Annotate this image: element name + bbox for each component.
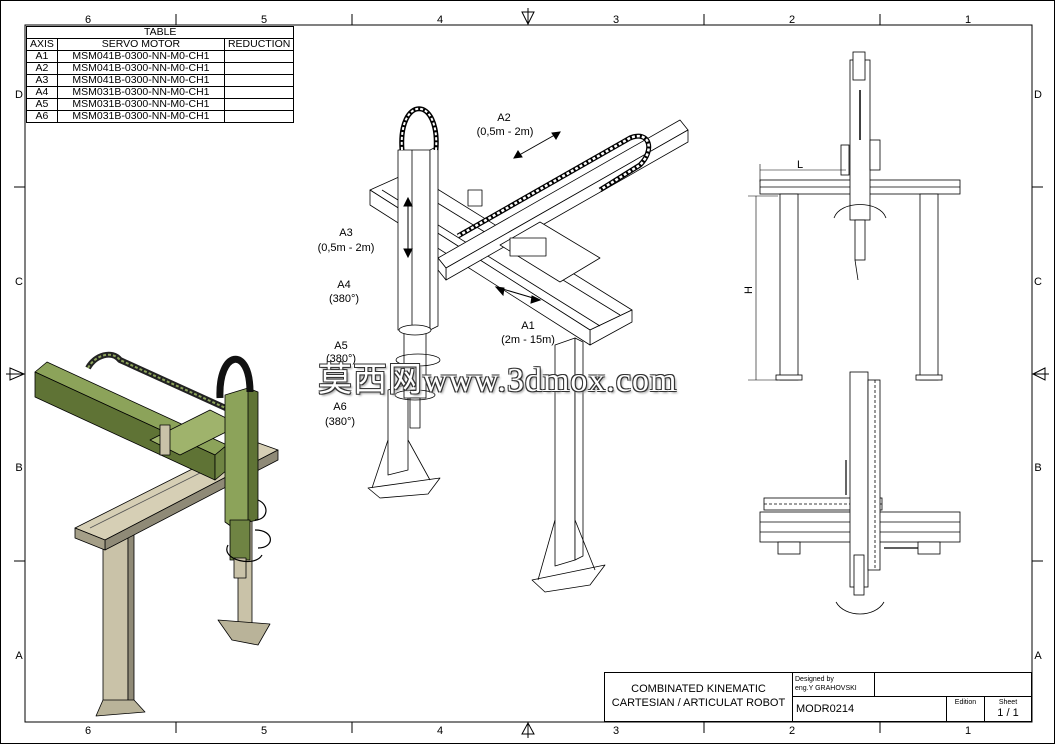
designer-cell: Designed by eng.Y GRAHOVSKI bbox=[793, 673, 875, 697]
watermark: 莫西网www.3dmox.com bbox=[318, 362, 678, 399]
table-title: TABLE bbox=[25, 26, 295, 39]
motor-cell: MSM031B-0300-NN-M0-CH1 bbox=[56, 110, 225, 123]
motion-arrows bbox=[403, 131, 561, 304]
row-label-right: C bbox=[1034, 276, 1042, 288]
sheet-label: Sheet bbox=[998, 699, 1018, 706]
robot-front-view bbox=[759, 51, 961, 381]
robot-iso-lineart bbox=[367, 106, 689, 593]
motor-cell: MSM031B-0300-NN-M0-CH1 bbox=[56, 98, 225, 111]
title-line-2: CARTESIAN / ARTICULAT ROBOT bbox=[611, 697, 786, 709]
axis-cell: A2 bbox=[26, 62, 58, 75]
col-label-bottom: 6 bbox=[85, 725, 91, 737]
dimension-h: H bbox=[743, 286, 755, 294]
a2-label: A2 bbox=[497, 112, 510, 124]
drawing-number: MODR0214 bbox=[796, 703, 855, 715]
col-label-bottom: 5 bbox=[261, 725, 267, 737]
title-line-1: COMBINATED KINEMATIC bbox=[631, 683, 766, 695]
motor-cell: MSM041B-0300-NN-M0-CH1 bbox=[56, 62, 225, 75]
row-label-left: B bbox=[15, 462, 22, 474]
table-header-row: AXIS SERVO MOTOR REDUCTION bbox=[26, 38, 295, 51]
col-label-bottom: 4 bbox=[437, 725, 443, 737]
motor-cell: MSM041B-0300-NN-M0-CH1 bbox=[56, 74, 225, 87]
drawing-number-cell: MODR0214 bbox=[793, 697, 947, 721]
reduction-cell bbox=[223, 74, 295, 87]
col-label-top: 3 bbox=[613, 14, 619, 26]
edition-cell: Edition bbox=[947, 697, 985, 721]
title-block: COMBINATED KINEMATIC CARTESIAN / ARTICUL… bbox=[604, 672, 1032, 722]
row-label-left: D bbox=[15, 89, 23, 101]
reduction-cell bbox=[223, 98, 295, 111]
a5-label: A5 bbox=[334, 340, 347, 352]
sheet-value: 1 / 1 bbox=[997, 707, 1019, 719]
col-label-top: 2 bbox=[789, 14, 795, 26]
axis-cell: A3 bbox=[26, 74, 58, 87]
a5-range: (380°) bbox=[326, 353, 356, 365]
axis-cell: A6 bbox=[26, 110, 58, 123]
reduction-cell bbox=[223, 62, 295, 75]
a4-label: A4 bbox=[337, 279, 350, 291]
centering-marks bbox=[6, 8, 1049, 738]
col-label-bottom: 3 bbox=[613, 725, 619, 737]
axis-cell: A1 bbox=[26, 50, 58, 63]
robot-iso-colored bbox=[34, 351, 279, 717]
col-label-top: 1 bbox=[965, 14, 971, 26]
header-reduction: REDUCTION bbox=[223, 38, 295, 51]
reduction-cell bbox=[223, 86, 295, 99]
zone-ticks bbox=[14, 14, 1043, 733]
axis-cell: A4 bbox=[26, 86, 58, 99]
axis-cell: A5 bbox=[26, 98, 58, 111]
robot-top-view bbox=[759, 371, 961, 615]
motor-cell: MSM031B-0300-NN-M0-CH1 bbox=[56, 86, 225, 99]
motor-cell: MSM041B-0300-NN-M0-CH1 bbox=[56, 50, 225, 63]
a2-range: (0,5m - 2m) bbox=[477, 126, 534, 138]
col-label-top: 5 bbox=[261, 14, 267, 26]
edition-label: Edition bbox=[954, 699, 977, 706]
col-label-top: 6 bbox=[85, 14, 91, 26]
col-label-bottom: 1 bbox=[965, 725, 971, 737]
a1-label: A1 bbox=[521, 320, 534, 332]
a3-range: (0,5m - 2m) bbox=[318, 242, 375, 254]
sheet-cell: Sheet 1 / 1 bbox=[985, 697, 1031, 721]
row-label-right: A bbox=[1034, 650, 1042, 662]
reduction-cell bbox=[223, 110, 295, 123]
a6-label: A6 bbox=[333, 401, 346, 413]
a6-range: (380°) bbox=[325, 416, 355, 428]
row-label-right: B bbox=[1034, 462, 1041, 474]
designer-name: eng.Y GRAHOVSKI bbox=[795, 685, 857, 692]
designed-by-label: Designed by bbox=[795, 676, 834, 683]
row-label-right: D bbox=[1034, 89, 1042, 101]
row-label-left: C bbox=[15, 276, 23, 288]
title-cell: COMBINATED KINEMATIC CARTESIAN / ARTICUL… bbox=[605, 673, 793, 721]
header-servo-motor: SERVO MOTOR bbox=[56, 38, 225, 51]
dimension-l: L bbox=[797, 159, 803, 171]
a1-range: (2m - 15m) bbox=[501, 334, 555, 346]
blank-cell bbox=[875, 673, 1031, 697]
col-label-top: 4 bbox=[437, 14, 443, 26]
a4-range: (380°) bbox=[329, 293, 359, 305]
row-label-left: A bbox=[15, 650, 23, 662]
col-label-bottom: 2 bbox=[789, 725, 795, 737]
reduction-cell bbox=[223, 50, 295, 63]
dimension-lines bbox=[748, 164, 846, 381]
a3-label: A3 bbox=[339, 227, 352, 239]
header-axis: AXIS bbox=[26, 38, 58, 51]
